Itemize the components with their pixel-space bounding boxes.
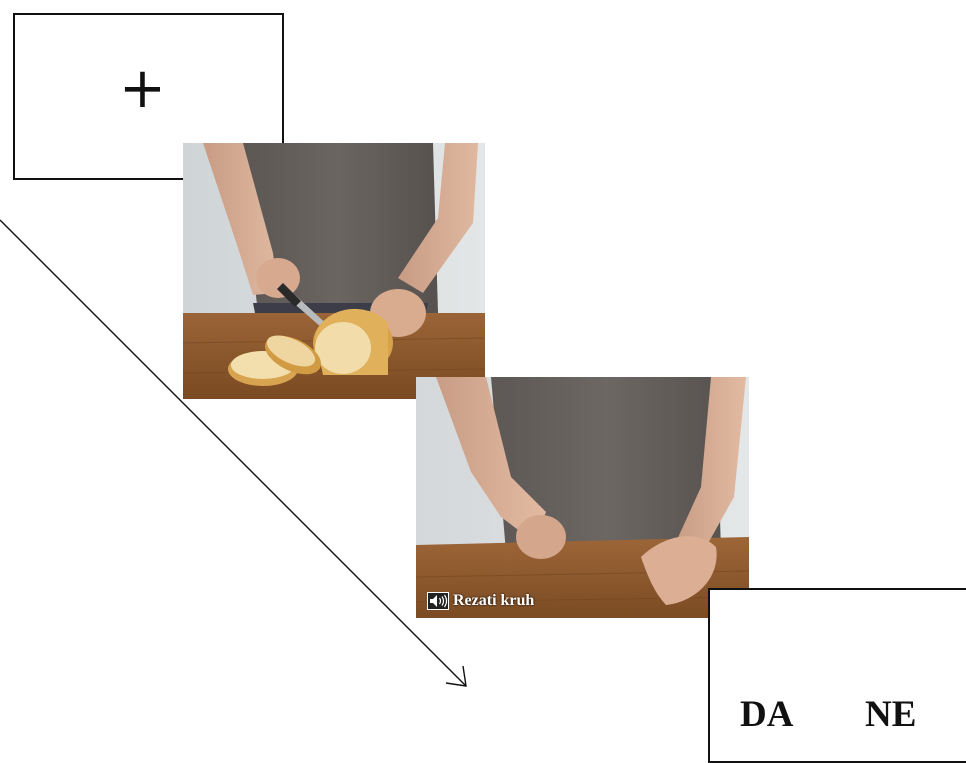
action-photo — [183, 143, 485, 399]
no-answer: NE — [865, 694, 917, 735]
yes-answer: DA — [740, 694, 794, 735]
fixation-cross: + — [119, 56, 166, 121]
stimulus-caption: Rezati kruh — [427, 592, 534, 610]
pantomime-photo: Rezati kruh — [416, 377, 749, 618]
caption-text: Rezati kruh — [453, 592, 535, 609]
speaker-icon — [427, 592, 449, 610]
response-screen: DA NE — [708, 588, 966, 763]
